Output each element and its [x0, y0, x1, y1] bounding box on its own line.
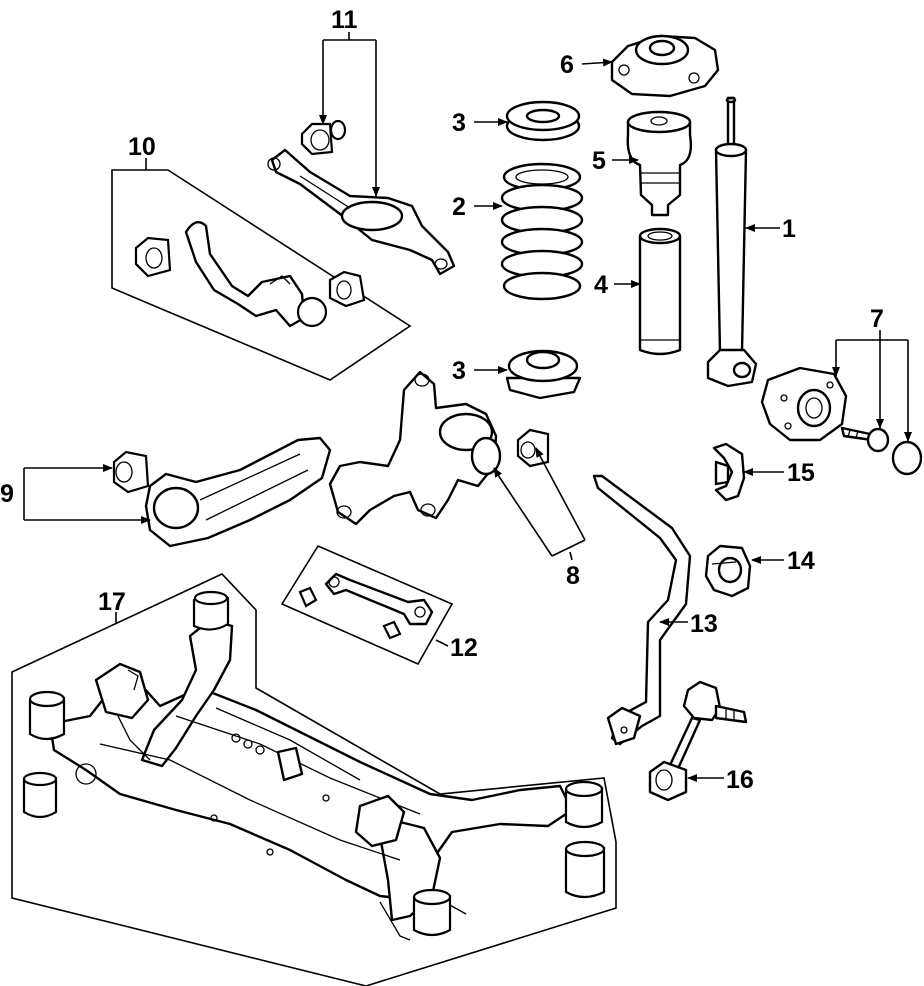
upper-arm-bushing	[300, 119, 347, 156]
callout-10: 10	[128, 133, 156, 161]
callout-12: 12	[450, 634, 478, 662]
callout-2: 2	[452, 193, 466, 221]
callout-8: 8	[566, 562, 580, 590]
stabilizer-link	[648, 680, 748, 802]
callout-3-lower: 3	[452, 357, 466, 385]
upper-control-arm	[267, 148, 456, 276]
callout-1: 1	[782, 215, 796, 243]
trailing-arm	[112, 436, 332, 548]
subframe-kit-frame	[11, 573, 617, 986]
lateral-link-kit-frame	[280, 544, 454, 666]
subframe-bushing-right	[564, 780, 604, 829]
callout-11: 11	[331, 6, 358, 34]
stabilizer-bushing	[704, 544, 752, 598]
callout-17: 17	[98, 588, 126, 616]
callout-7: 7	[870, 305, 884, 333]
coil-spring	[500, 162, 584, 301]
shock-absorber	[706, 96, 758, 388]
callout-4: 4	[594, 271, 608, 299]
callout-5: 5	[592, 147, 606, 175]
callout-13: 13	[690, 610, 718, 638]
rear-subframe	[48, 618, 574, 941]
callout-6: 6	[560, 51, 574, 79]
callout-15: 15	[787, 459, 815, 487]
subframe-bushing-rear	[412, 888, 452, 937]
control-arm-kit-frame	[111, 169, 412, 381]
callout-3-upper: 3	[452, 109, 466, 137]
lateral-link	[298, 572, 434, 640]
subframe-bushing-top	[192, 590, 230, 631]
subframe-bushing-left-lower	[22, 771, 58, 819]
control-arm-10	[134, 220, 366, 328]
stabilizer-bar	[592, 474, 692, 746]
wheel-hub	[760, 366, 848, 442]
callout-16: 16	[726, 766, 754, 794]
leader-lines	[23, 32, 912, 782]
upper-strut-mount	[610, 34, 720, 98]
upper-spring-seat	[505, 100, 581, 142]
lower-spring-seat	[505, 349, 582, 400]
subframe-bushing-left	[28, 690, 66, 741]
hub-bolt	[840, 426, 890, 453]
callout-14: 14	[787, 547, 815, 575]
callout-labels: 1 2 3 3 4 5 6 7 8 9 10 11 12 13 14 15 16…	[0, 6, 884, 794]
stabilizer-clamp	[712, 442, 746, 502]
callout-9: 9	[0, 480, 14, 508]
bump-stop	[626, 110, 693, 217]
hub-cap	[891, 440, 923, 476]
subframe-bushing-right-lower	[564, 840, 606, 899]
dust-boot	[638, 227, 682, 356]
